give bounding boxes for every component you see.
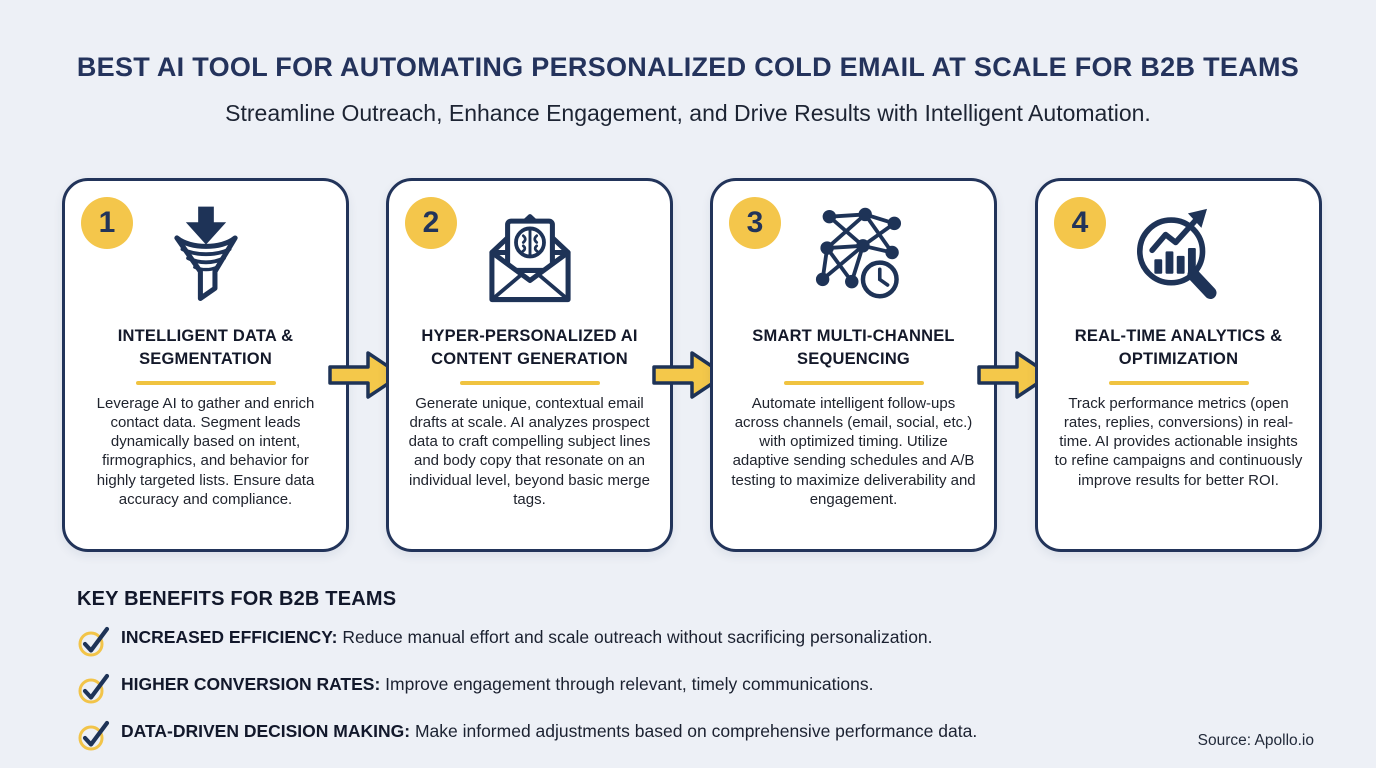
check-icon: [77, 718, 113, 752]
step-title: REAL-TIME ANALYTICS & OPTIMIZATION: [1074, 327, 1283, 369]
benefit-text: HIGHER CONVERSION RATES: Improve engagem…: [121, 674, 874, 694]
benefit-item: DATA-DRIVEN DECISION MAKING: Make inform…: [77, 720, 1317, 752]
step-body: Generate unique, contextual email drafts…: [408, 394, 651, 508]
steps-row: 1 INTELLIGENT DATA & SEGMENTATION Levera…: [0, 178, 1376, 552]
step-card-segmentation: 1 INTELLIGENT DATA & SEGMENTATION Levera…: [62, 178, 349, 552]
benefits-section: KEY BENEFITS FOR B2B TEAMS INCREASED EFF…: [77, 588, 1317, 752]
step-number-badge: 2: [405, 197, 457, 249]
step-body: Automate intelligent follow-ups across c…: [731, 394, 976, 508]
step-body: Leverage AI to gather and enrich contact…: [96, 394, 315, 508]
step-card-content-generation: 2 HYPER-PERSONALIZED AI CONTENT GENERATI…: [386, 178, 673, 552]
page-title: BEST AI TOOL FOR AUTOMATING PERSONALIZED…: [76, 52, 1300, 82]
step-title: SMART MULTI-CHANNEL SEQUENCING: [752, 327, 955, 369]
flow-arrow-icon: [976, 346, 1054, 404]
funnel-icon: [81, 199, 330, 315]
step-card-analytics: 4 REAL-TIME ANALYTICS & OPTIMIZATION: [1035, 178, 1322, 552]
flow-arrow-icon: [327, 346, 405, 404]
step-title: INTELLIGENT DATA & SEGMENTATION: [117, 327, 294, 369]
benefit-text: INCREASED EFFICIENCY: Reduce manual effo…: [121, 627, 933, 647]
benefit-text: DATA-DRIVEN DECISION MAKING: Make inform…: [121, 721, 978, 741]
email-brain-icon: [405, 199, 654, 315]
step-title: HYPER-PERSONALIZED AI CONTENT GENERATION: [421, 327, 638, 369]
page-subtitle: Streamline Outreach, Enhance Engagement,…: [225, 100, 1151, 126]
benefit-item: INCREASED EFFICIENCY: Reduce manual effo…: [77, 626, 1317, 658]
step-number-badge: 4: [1054, 197, 1106, 249]
check-icon: [77, 624, 113, 658]
flow-arrow-icon: [651, 346, 729, 404]
benefit-label: HIGHER CONVERSION RATES:: [121, 674, 381, 694]
title-divider: [783, 380, 924, 385]
step-card-sequencing: 3: [710, 178, 997, 552]
title-divider: [1108, 380, 1249, 385]
step-body: Track performance metrics (open rates, r…: [1054, 394, 1303, 489]
benefit-label: INCREASED EFFICIENCY:: [121, 627, 338, 647]
step-number-badge: 3: [729, 197, 781, 249]
benefits-heading: KEY BENEFITS FOR B2B TEAMS: [77, 588, 397, 610]
benefit-item: HIGHER CONVERSION RATES: Improve engagem…: [77, 673, 1317, 705]
title-divider: [135, 380, 276, 385]
step-number-badge: 1: [81, 197, 133, 249]
source-attribution: Source: Apollo.io: [1197, 732, 1314, 749]
check-icon: [77, 671, 113, 705]
benefit-label: DATA-DRIVEN DECISION MAKING:: [121, 721, 411, 741]
title-divider: [459, 380, 600, 385]
network-clock-icon: [729, 199, 978, 315]
header: BEST AI TOOL FOR AUTOMATING PERSONALIZED…: [0, 0, 1376, 127]
analytics-magnifier-icon: [1054, 199, 1303, 315]
